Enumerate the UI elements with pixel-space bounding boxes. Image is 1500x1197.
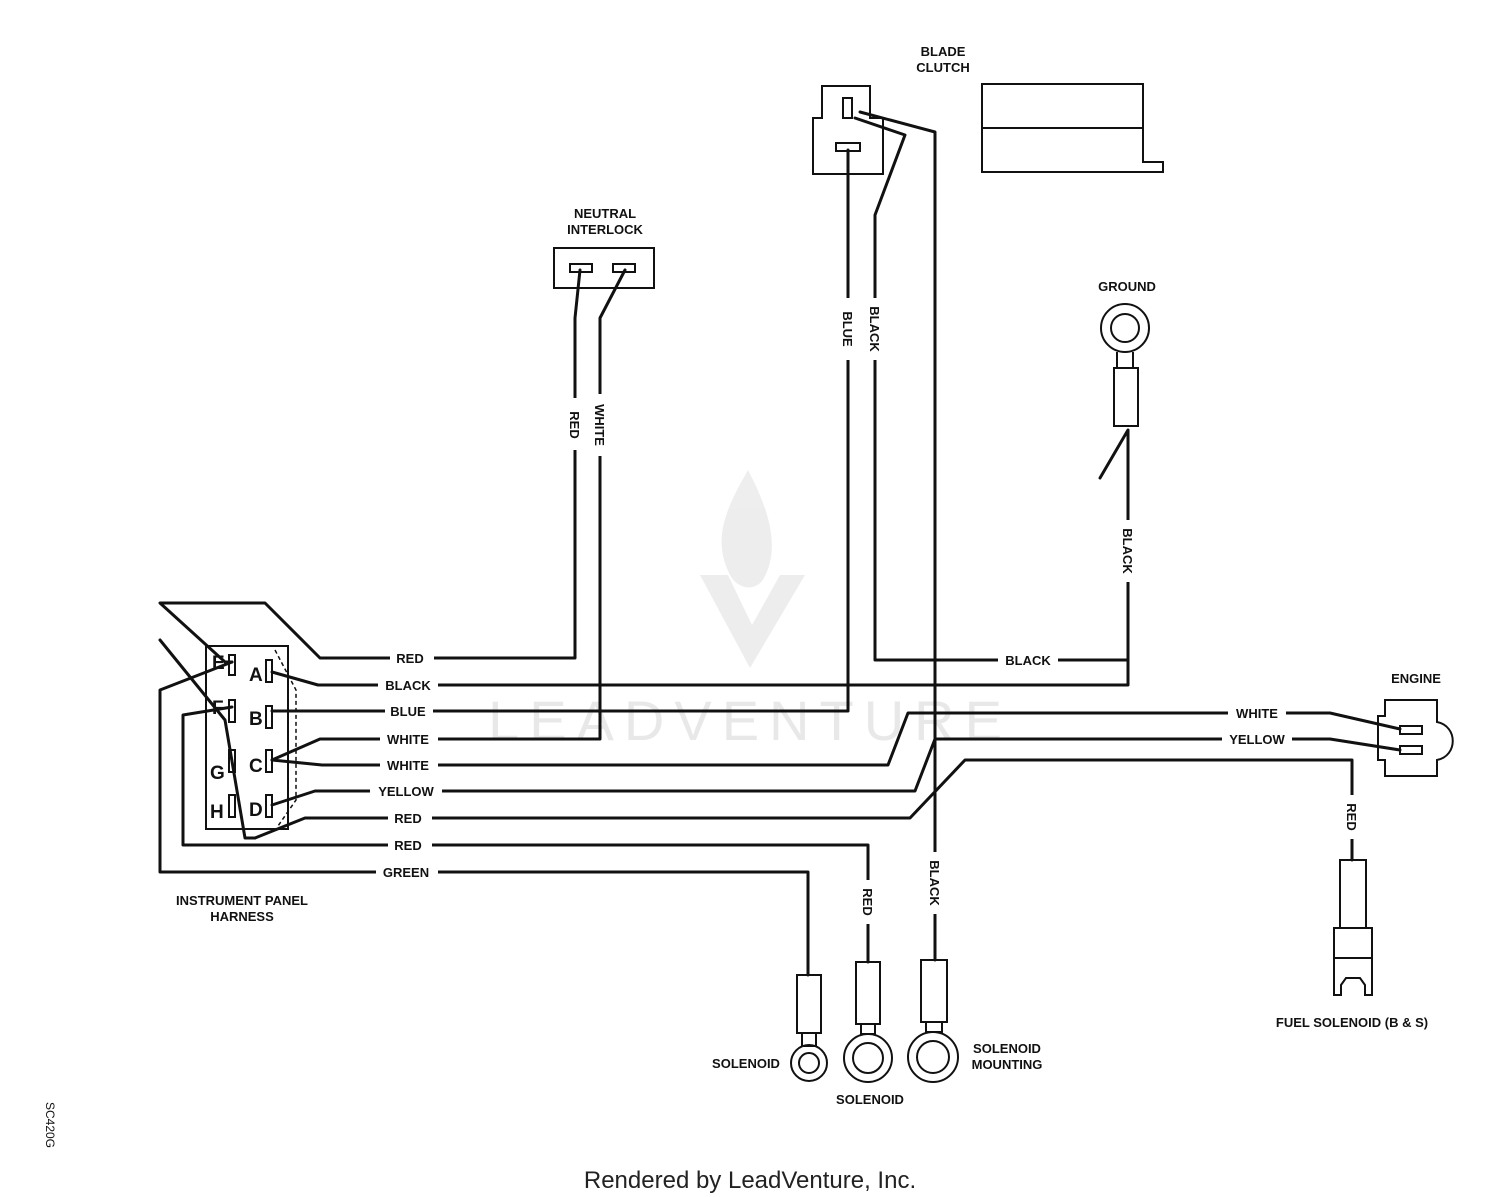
label-solenoid-red: RED: [860, 888, 875, 915]
ground-ring-terminal: [1100, 303, 1150, 427]
leadventure-watermark: LEADVENTURE: [488, 470, 1012, 752]
label-engine-yellow: YELLOW: [1229, 732, 1285, 747]
label-black: BLACK: [385, 678, 431, 693]
solenoid-middle-label: SOLENOID: [836, 1092, 904, 1107]
neutral-interlock-label-line1: NEUTRAL: [574, 206, 636, 221]
wire-labels: RED BLACK BLUE WHITE WHITE YELLOW RED RE…: [370, 298, 1360, 924]
label-green: GREEN: [383, 865, 429, 880]
blade-clutch-label-line2: CLUTCH: [916, 60, 969, 75]
solenoid-middle-terminal: [843, 961, 893, 1083]
label-red-2: RED: [394, 838, 421, 853]
wire-h-loop: [158, 638, 257, 840]
wire-white-2-harness: [270, 711, 1402, 767]
blade-clutch-connector: [812, 85, 884, 175]
blade-clutch-label-line1: BLADE: [921, 44, 966, 59]
label-white-2: WHITE: [387, 758, 429, 773]
instrument-panel-connector: [205, 645, 297, 830]
flame-logo-icon: [700, 470, 805, 668]
solenoid-left-terminal: [790, 974, 828, 1082]
connector-pin-letters: E F G H A B C D: [210, 653, 263, 823]
label-engine-white: WHITE: [1236, 706, 1278, 721]
blade-clutch-body: [981, 83, 1164, 173]
label-interlock-red: RED: [567, 411, 582, 438]
ground-label: GROUND: [1098, 279, 1156, 294]
wire-red-1-harness: [253, 758, 1354, 862]
wire-green-harness: [158, 660, 810, 977]
wire-yellow-harness: [270, 737, 1402, 807]
pin-h-label: H: [210, 802, 224, 823]
label-ground-black-vertical: BLACK: [1120, 528, 1135, 574]
pin-f-label: F: [212, 698, 224, 719]
pin-e-label: E: [212, 653, 225, 674]
wire-red-top-harness: [158, 268, 582, 664]
label-fuel-red: RED: [1344, 803, 1359, 830]
solenoid-mounting-label-line2: MOUNTING: [972, 1057, 1043, 1072]
pin-b-label: B: [249, 709, 263, 730]
label-clutch-black: BLACK: [867, 306, 882, 352]
solenoid-mounting-terminal: [907, 959, 959, 1083]
pin-d-label: D: [249, 800, 263, 821]
solenoid-left-label: SOLENOID: [712, 1056, 780, 1071]
wire-clutch-black-mounting: [858, 110, 937, 962]
label-interlock-white: WHITE: [592, 404, 607, 446]
neutral-interlock-label-line2: INTERLOCK: [567, 222, 643, 237]
label-blue: BLUE: [390, 704, 426, 719]
pin-a-label: A: [249, 665, 263, 686]
solenoid-mounting-label-line1: SOLENOID: [973, 1041, 1041, 1056]
neutral-interlock-switch: [553, 247, 655, 289]
instrument-panel-label-line1: INSTRUMENT PANEL: [176, 893, 308, 908]
footer-credit: Rendered by LeadVenture, Inc.: [584, 1167, 916, 1194]
label-red-top: RED: [396, 651, 423, 666]
label-yellow: YELLOW: [378, 784, 434, 799]
watermark-text: LEADVENTURE: [488, 689, 1012, 752]
label-red-1: RED: [394, 811, 421, 826]
instrument-panel-label-line2: HARNESS: [210, 909, 274, 924]
label-clutch-blue: BLUE: [840, 311, 855, 347]
label-ground-black-horizontal: BLACK: [1005, 653, 1051, 668]
wire-white-1-harness: [270, 268, 627, 762]
pin-g-label: G: [210, 763, 225, 784]
wire-clutch-black-ground: [853, 116, 1130, 662]
engine-label: ENGINE: [1391, 671, 1441, 686]
engine-connector: [1377, 699, 1454, 777]
fuel-solenoid-terminal: [1333, 859, 1373, 996]
label-mounting-black: BLACK: [927, 860, 942, 906]
wiring: [158, 110, 1402, 977]
fuel-solenoid-label: FUEL SOLENOID (B & S): [1276, 1015, 1428, 1030]
wire-black-harness: [270, 428, 1130, 687]
drawing-code: SC420G: [43, 1102, 57, 1148]
pin-c-label: C: [249, 756, 263, 777]
label-white-1: WHITE: [387, 732, 429, 747]
